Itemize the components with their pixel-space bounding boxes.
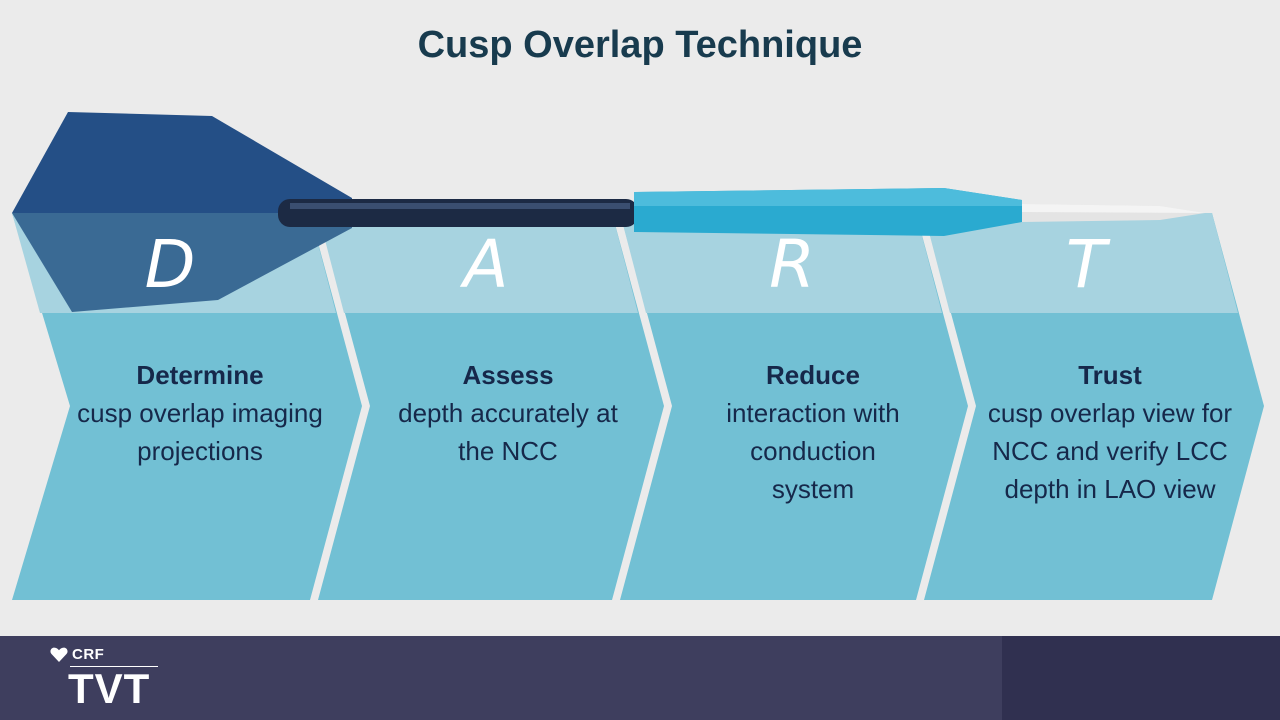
step-description: depth accurately at the NCC [398, 398, 618, 466]
step-description: cusp overlap imaging projections [77, 398, 323, 466]
chevron-trust [924, 213, 1264, 600]
letter-d: D [144, 226, 196, 303]
heart-icon [50, 647, 68, 662]
dart-icon [12, 112, 1205, 312]
logo-crf-text: CRF [72, 646, 105, 663]
slide-title: Cusp Overlap Technique [417, 24, 863, 66]
step-heading: Reduce [766, 360, 860, 390]
letter-r: R [769, 226, 815, 303]
letter-a: A [463, 226, 509, 303]
step-trust: Trust cusp overlap view for NCC and veri… [985, 356, 1235, 508]
step-description: interaction with conduction system [726, 398, 900, 504]
footer-bar: CRF TVT [0, 636, 1280, 720]
letter-t: T [1065, 226, 1107, 303]
crf-tvt-logo: CRF TVT [50, 646, 180, 716]
step-heading: Assess [462, 360, 554, 390]
step-assess: Assess depth accurately at the NCC [383, 356, 633, 470]
step-heading: Determine [136, 360, 264, 390]
chevron-assess [318, 213, 664, 600]
step-description: cusp overlap view for NCC and verify LCC… [987, 398, 1233, 504]
step-determine: Determine cusp overlap imaging projectio… [75, 356, 325, 470]
logo-tvt-text: TVT [68, 665, 151, 712]
footer-accent [1002, 636, 1280, 720]
step-reduce: Reduce interaction with conduction syste… [688, 356, 938, 508]
logo-divider [70, 666, 158, 667]
step-heading: Trust [1078, 360, 1142, 390]
chevron-reduce [620, 213, 968, 600]
